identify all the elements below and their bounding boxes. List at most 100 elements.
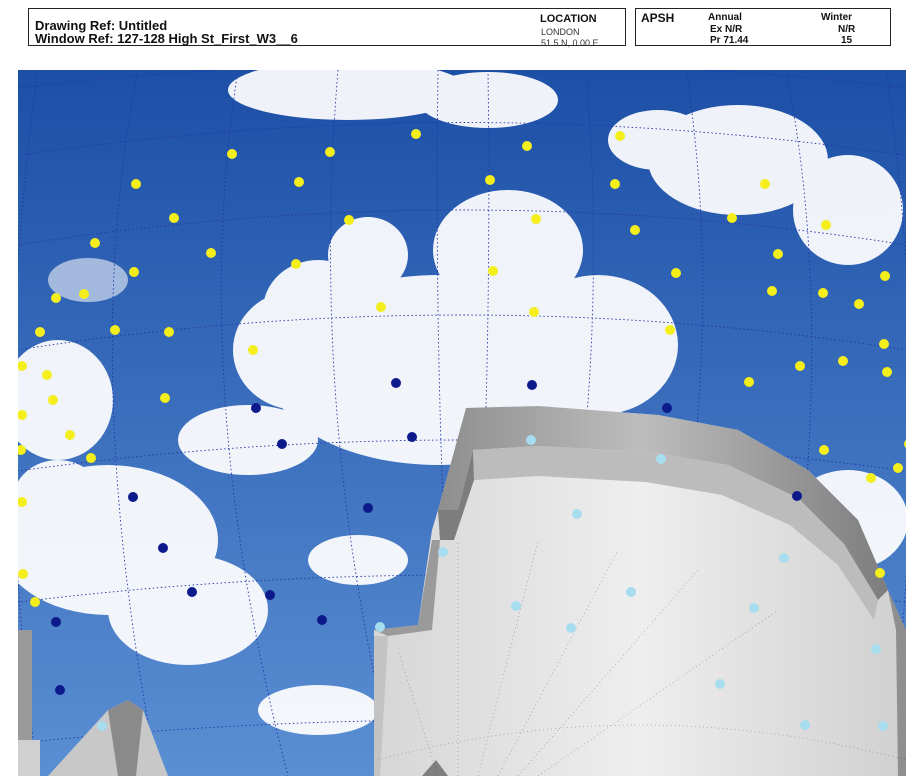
apsh-title: APSH [641,11,675,25]
sun-dot-visible [18,410,27,420]
sun-dot-visible [819,445,829,455]
sun-position-dots [18,129,906,731]
drawing-ref: Drawing Ref: Untitled [35,18,168,33]
annual-existing-value: Ex N/R [710,24,743,35]
clouds [18,70,906,735]
winter-proposed-value: 15 [841,35,853,46]
sun-dot-visible [30,597,40,607]
annual-label: Annual [708,12,742,23]
sun-dot-visible [744,377,754,387]
sun-dot-visible [879,339,889,349]
sun-dot-visible [630,225,640,235]
sun-dot-winter [317,615,327,625]
sun-dot-visible [90,238,100,248]
proposed-building [374,406,906,776]
sun-dot-visible [160,393,170,403]
sun-dot-winter [363,503,373,513]
sun-dot-winter [51,617,61,627]
building-grid-lines [377,539,906,776]
sun-dot-visible [904,440,906,448]
sun-dot-winter [251,403,261,413]
sun-dot-visible [18,569,28,579]
sun-dot-visible [227,149,237,159]
sun-dot-visible [129,267,139,277]
sun-dot-obstructed [566,623,576,633]
sun-dot-visible [248,345,258,355]
sun-dot-visible [86,453,96,463]
sun-dot-visible [294,177,304,187]
apsh-results-box: APSH Annual Winter Ex N/R Pr 71.44 N/R 1… [635,8,891,46]
sun-dot-visible [767,286,777,296]
sun-dot-obstructed [878,721,888,731]
sun-dot-visible [18,361,27,371]
annual-proposed-value: Pr 71.44 [710,35,749,46]
sun-dot-visible [795,361,805,371]
sun-dot-obstructed [800,720,810,730]
sun-dot-visible [818,288,828,298]
sun-dot-visible [760,179,770,189]
sun-dot-visible [18,445,26,455]
sun-dot-winter [265,590,275,600]
sun-dot-visible [821,220,831,230]
sun-dot-visible [411,129,421,139]
sun-dot-winter [662,403,672,413]
sun-dot-visible [169,213,179,223]
sun-dot-visible [206,248,216,258]
window-ref: Window Ref: 127-128 High St_First_W3__6 [35,31,298,46]
drawing-info-box: Drawing Ref: Untitled Window Ref: 127-12… [28,8,626,48]
sun-dot-visible [866,473,876,483]
sun-dot-winter [128,492,138,502]
sun-dot-winter [55,685,65,695]
sun-dot-obstructed [97,721,107,731]
sun-dot-visible [291,259,301,269]
sun-dot-visible [344,215,354,225]
sun-dot-visible [665,325,675,335]
far-building-left [18,630,168,776]
sun-dot-obstructed [715,679,725,689]
sun-dot-visible [488,266,498,276]
sun-dot-visible [838,356,848,366]
winter-label: Winter [821,12,853,23]
sun-dot-visible [727,213,737,223]
sun-dot-visible [110,325,120,335]
sun-dot-visible [610,179,620,189]
sun-dot-winter [407,432,417,442]
sun-dot-visible [485,175,495,185]
sun-dot-visible [42,370,52,380]
location-coordinates: 51.5 N, 0.00 E [541,38,599,48]
sun-dot-visible [529,307,539,317]
sky-view-diagram [18,70,906,776]
sun-dot-winter [391,378,401,388]
sun-dot-obstructed [511,601,521,611]
sun-dot-visible [35,327,45,337]
sun-dot-visible [522,141,532,151]
sun-dot-visible [773,249,783,259]
sun-dot-obstructed [779,553,789,563]
sun-dot-obstructed [749,603,759,613]
sun-dot-visible [376,302,386,312]
sun-dot-visible [325,147,335,157]
winter-existing-value: N/R [838,24,856,35]
sun-dot-visible [882,367,892,377]
sun-dot-visible [164,327,174,337]
sun-dot-winter [187,587,197,597]
sun-dot-visible [880,271,890,281]
sun-dot-visible [131,179,141,189]
sun-dot-obstructed [438,547,448,557]
sun-dot-visible [854,299,864,309]
location-title: LOCATION [540,13,597,25]
sun-dot-winter [792,491,802,501]
sun-dot-obstructed [656,454,666,464]
sun-dot-visible [893,463,903,473]
sun-dot-visible [531,214,541,224]
sun-dot-obstructed [626,587,636,597]
sun-dot-visible [875,568,885,578]
sun-dot-visible [65,430,75,440]
sun-dot-obstructed [375,622,385,632]
sun-dot-obstructed [526,435,536,445]
sun-dot-visible [51,293,61,303]
sun-dot-visible [48,395,58,405]
sun-dot-visible [615,131,625,141]
sun-dot-visible [671,268,681,278]
sun-dot-winter [158,543,168,553]
